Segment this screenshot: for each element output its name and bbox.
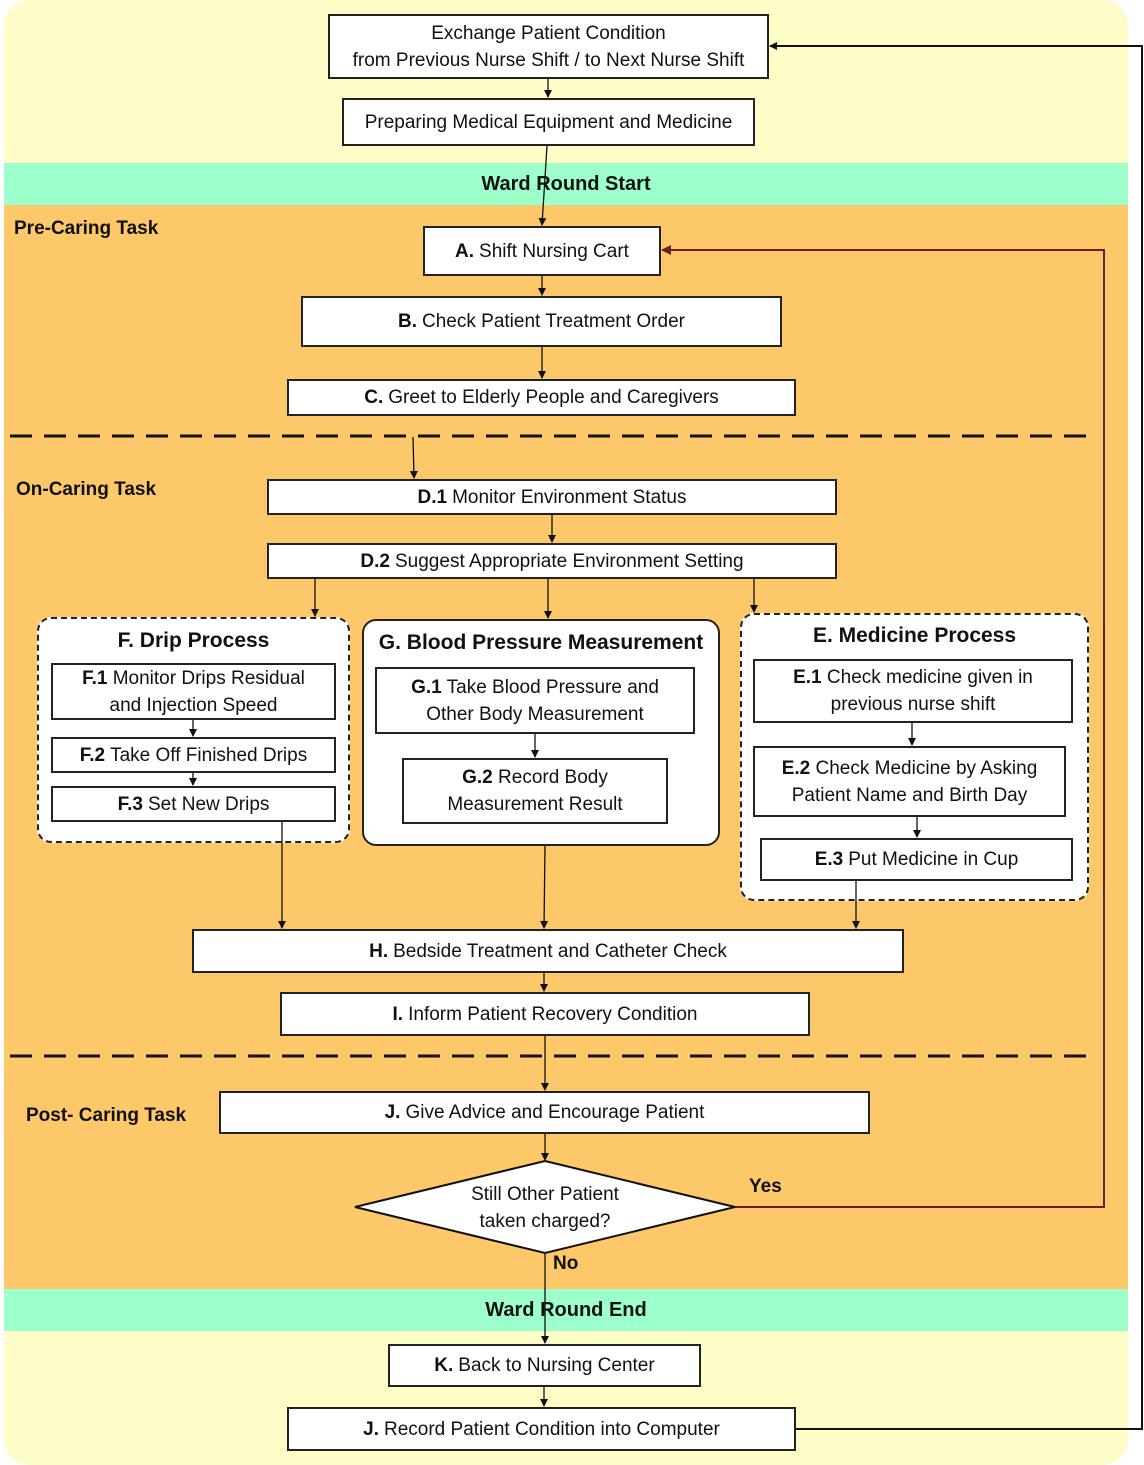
pre-caring-label: Pre-Caring Task <box>14 218 159 239</box>
arrow-record-loop <box>769 42 1143 1430</box>
step-e2-code: E.2 <box>781 757 811 779</box>
step-g2-line1: G.2 Record Body <box>462 764 608 791</box>
step-j-code: J. <box>384 1102 401 1123</box>
step-a-code: A. <box>455 240 475 262</box>
step-j2-code: J. <box>363 1418 379 1440</box>
step-e1-code: E.1 <box>793 667 822 688</box>
step-f2-code: F.2 <box>79 744 106 766</box>
ward-round-end-band: Ward Round End <box>4 1289 1128 1331</box>
step-f1-code: F.1 <box>82 667 108 689</box>
step-c-code: C. <box>364 387 384 408</box>
step-d2-code: D.2 <box>360 550 390 572</box>
step-f1-text1: Monitor Drips Residual <box>112 667 305 689</box>
step-g1-take-bp: G.1 Take Blood Pressure and Other Body M… <box>375 667 695 734</box>
step-g1-text1: Take Blood Pressure and <box>446 676 659 698</box>
ward-round-start-band: Ward Round Start <box>4 163 1128 205</box>
drip-process-title: F. Drip Process <box>117 629 270 652</box>
exchange-line1: Exchange Patient Condition <box>431 22 666 44</box>
step-h-text: Bedside Treatment and Catheter Check <box>393 940 727 962</box>
step-g1-line2: Other Body Measurement <box>426 703 644 725</box>
step-e1-line1: E.1 Check medicine given in <box>793 664 1033 691</box>
medicine-process-title: E. Medicine Process <box>812 624 1017 647</box>
post-caring-label: Post- Caring Task <box>26 1105 187 1126</box>
step-a-shift-cart: A.Shift Nursing Cart <box>423 226 661 276</box>
blood-pressure-title: G. Blood Pressure Measurement <box>378 631 704 654</box>
step-e1-line2: previous nurse shift <box>830 694 996 715</box>
step-e1-check-medicine: E.1 Check medicine given in previous nur… <box>753 659 1073 723</box>
step-k-code: K. <box>434 1355 454 1376</box>
step-i-code: I. <box>392 1003 404 1025</box>
step-e3-code: E.3 <box>814 849 844 870</box>
step-e2-line1: E.2 Check Medicine by Asking <box>782 755 1038 782</box>
step-f3-code: F.3 <box>117 793 143 815</box>
step-k-back-center: K.Back to Nursing Center <box>388 1344 701 1387</box>
on-caring-label: On-Caring Task <box>16 479 157 500</box>
step-e2-text1: Check Medicine by Asking <box>815 757 1038 779</box>
step-g1-line1: G.1 Take Blood Pressure and <box>411 674 659 701</box>
step-d1-text: Monitor Environment Status <box>452 486 687 508</box>
step-h-code: H. <box>369 940 389 962</box>
step-d1-code: D.1 <box>417 486 448 508</box>
decision-diamond <box>354 1159 736 1255</box>
decision-line1: Still Other Patient <box>471 1184 619 1205</box>
step-f2-text: Take Off Finished Drips <box>110 744 308 766</box>
step-i-text: Inform Patient Recovery Condition <box>408 1003 698 1025</box>
exchange-condition-step: Exchange Patient Condition from Previous… <box>328 14 769 79</box>
step-j2-text: Record Patient Condition into Computer <box>384 1418 720 1440</box>
step-a-text: Shift Nursing Cart <box>479 240 629 262</box>
step-g2-record-result: G.2 Record Body Measurement Result <box>402 758 668 824</box>
step-e1-text1: Check medicine given in <box>826 667 1033 688</box>
step-d2-text: Suggest Appropriate Environment Setting <box>395 550 744 572</box>
prepare-equipment-step: Preparing Medical Equipment and Medicine <box>342 98 755 146</box>
step-e2-line2: Patient Name and Birth Day <box>791 784 1028 806</box>
step-f1-line1: F.1 Monitor Drips Residual <box>82 665 305 692</box>
step-e2-ask-patient: E.2 Check Medicine by Asking Patient Nam… <box>753 746 1066 817</box>
arrow-bp-h <box>540 845 549 929</box>
step-g2-code: G.2 <box>462 767 493 788</box>
exchange-line2: from Previous Nurse Shift / to Next Nurs… <box>352 49 745 71</box>
step-f1-monitor-drips: F.1 Monitor Drips Residual and Injection… <box>51 663 336 720</box>
step-g2-text1: Record Body <box>498 767 608 788</box>
step-b-check-order: B.Check Patient Treatment Order <box>301 296 782 347</box>
step-f3-text: Set New Drips <box>147 793 270 815</box>
step-e3-text: Put Medicine in Cup <box>848 849 1019 870</box>
step-j-give-advice: J.Give Advice and Encourage Patient <box>219 1091 870 1134</box>
step-k-text: Back to Nursing Center <box>458 1355 655 1376</box>
step-c-greet: C.Greet to Elderly People and Caregivers <box>287 379 796 416</box>
step-h-bedside-treatment: H.Bedside Treatment and Catheter Check <box>192 929 904 973</box>
step-g2-line2: Measurement Result <box>447 794 623 815</box>
arrow-prepare-a <box>538 145 548 226</box>
arrow-yes-loop <box>661 245 1105 1208</box>
step-b-text: Check Patient Treatment Order <box>422 311 685 332</box>
decision-no-label: No <box>553 1253 579 1274</box>
decision-yes-label: Yes <box>749 1176 782 1197</box>
decision-line2: taken charged? <box>479 1211 611 1232</box>
decision-text: Still Other Patient taken charged? <box>355 1181 735 1235</box>
step-j2-record-computer: J.Record Patient Condition into Computer <box>287 1407 796 1451</box>
step-b-code: B. <box>398 311 418 332</box>
step-j-text: Give Advice and Encourage Patient <box>405 1102 705 1123</box>
step-f1-line2: and Injection Speed <box>109 694 278 716</box>
arrow-c-d1 <box>409 436 418 479</box>
step-c-text: Greet to Elderly People and Caregivers <box>388 387 719 408</box>
step-i-inform-recovery: I.Inform Patient Recovery Condition <box>280 992 810 1036</box>
step-g1-code: G.1 <box>411 676 442 698</box>
